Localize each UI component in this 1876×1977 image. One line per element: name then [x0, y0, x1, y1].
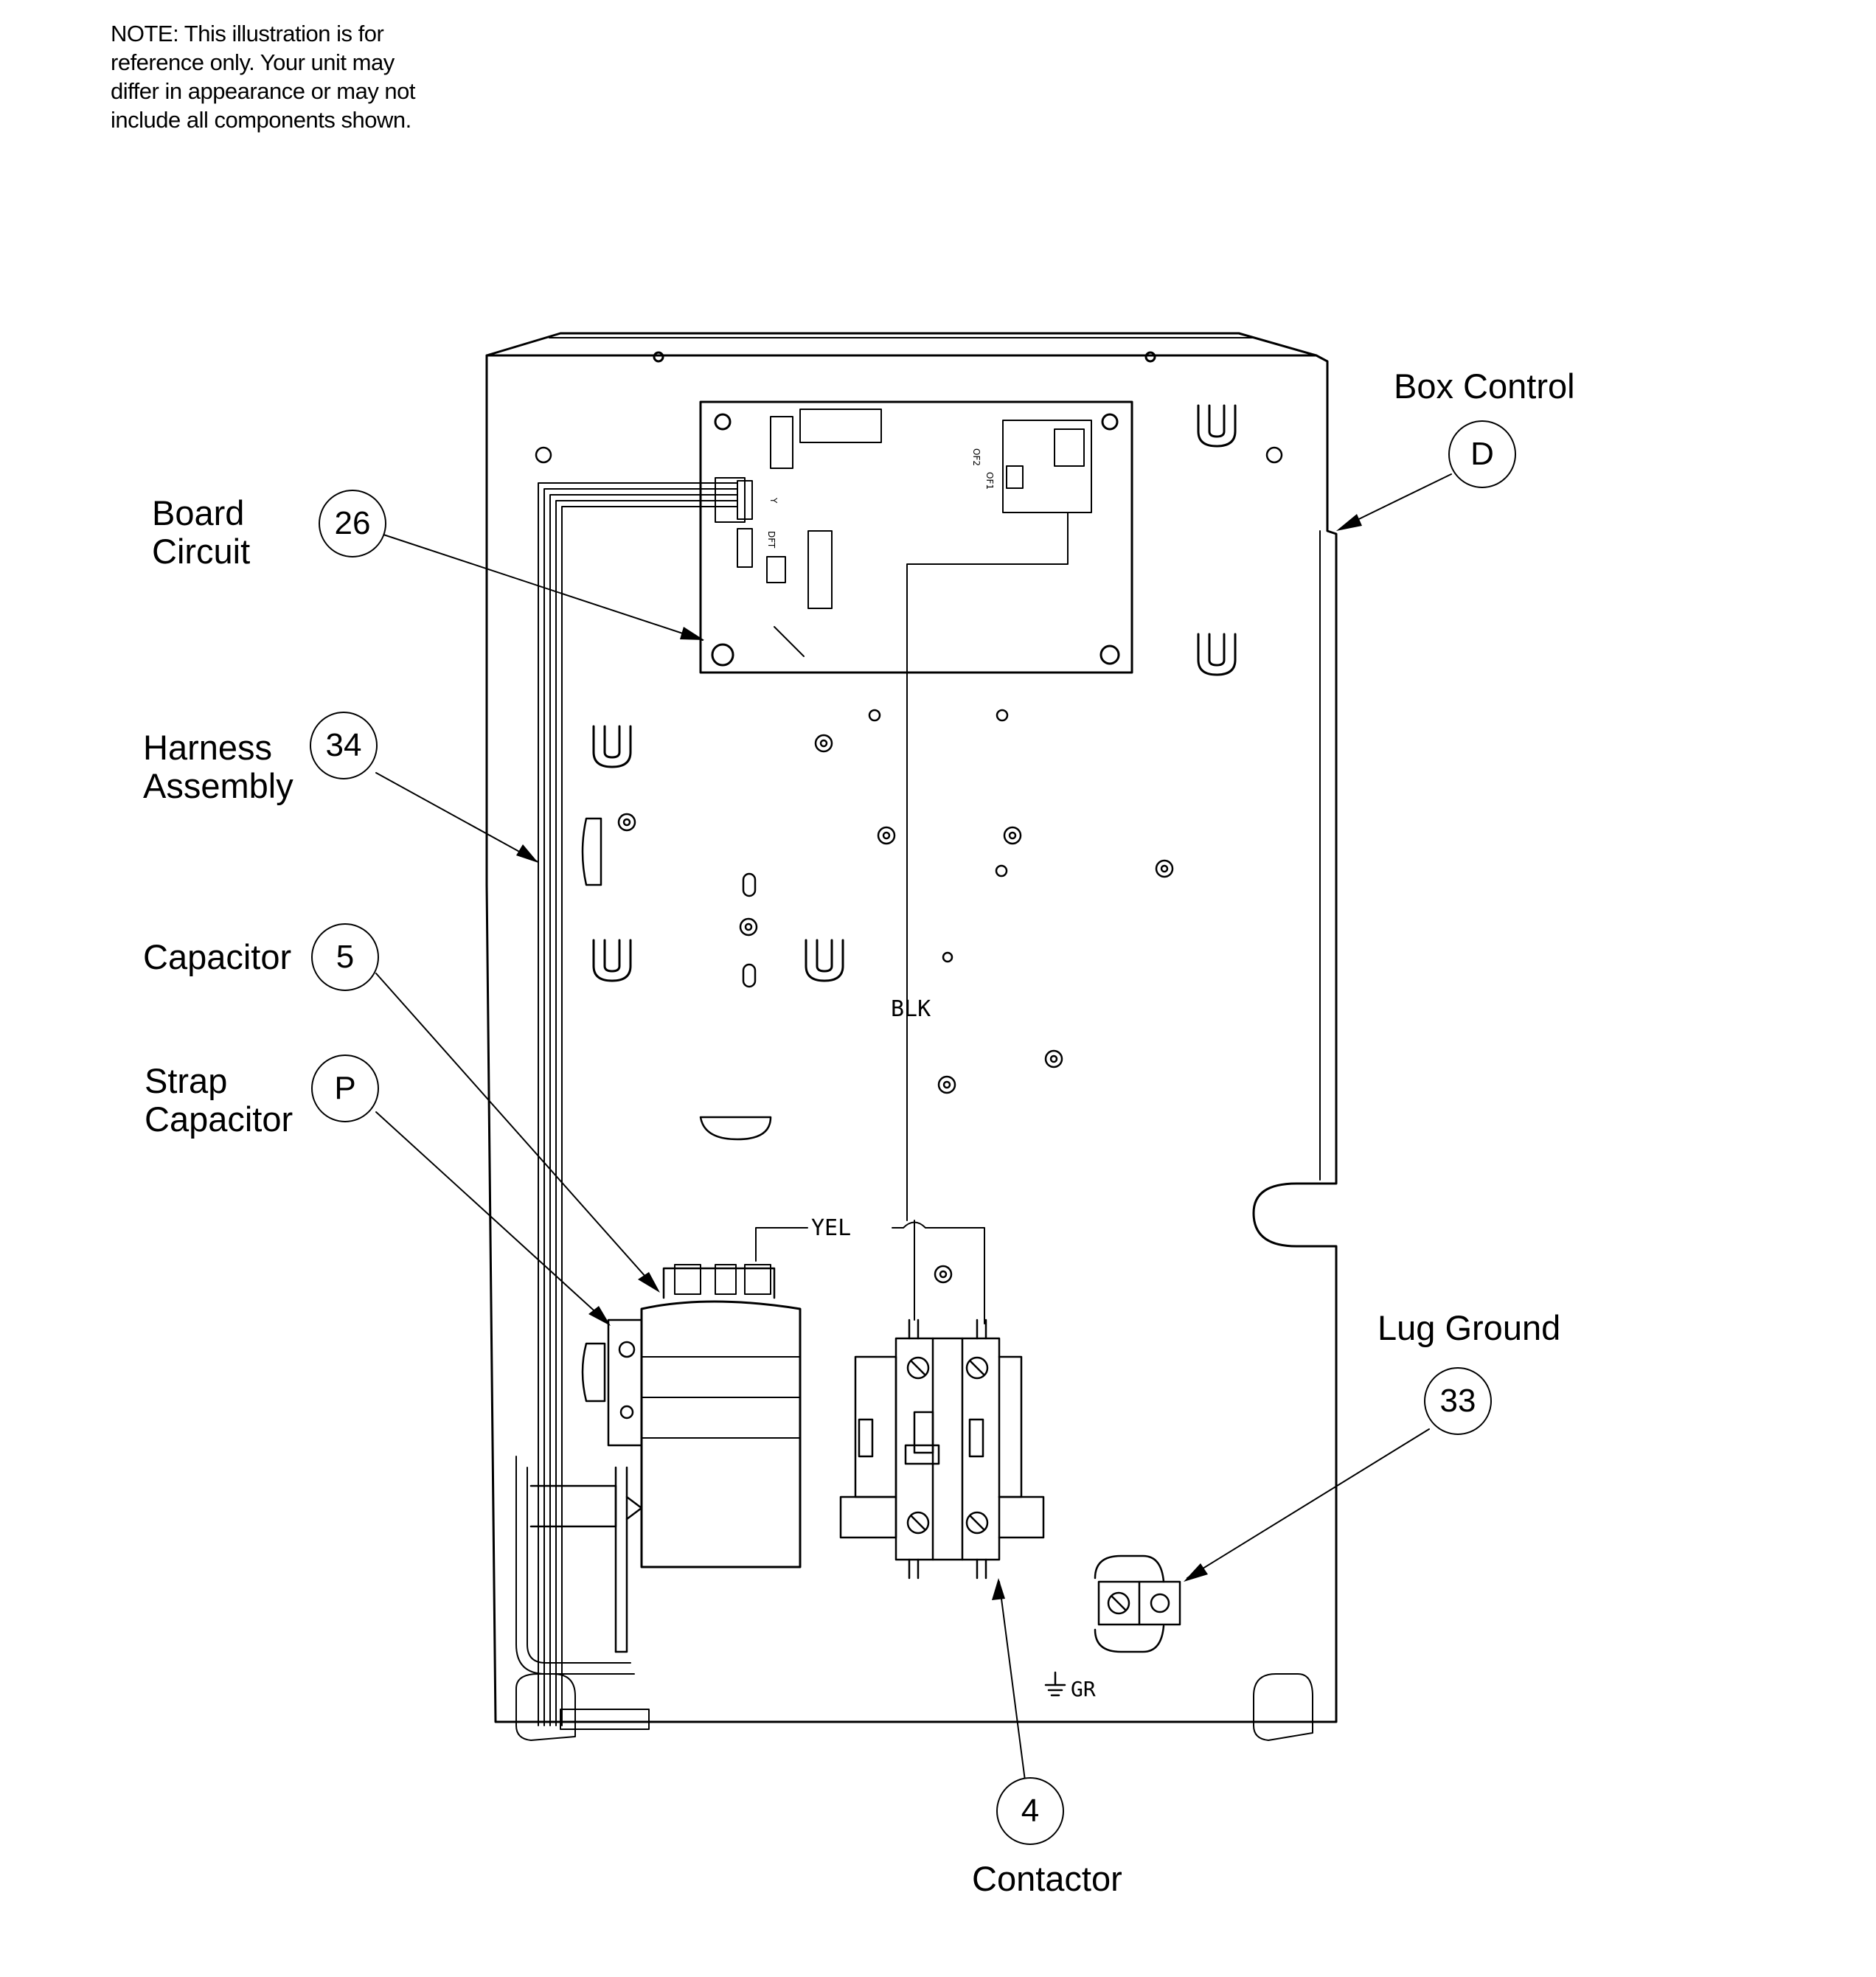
callout-bubble-26: 26 [319, 490, 386, 557]
strap-slot [581, 1342, 606, 1403]
strap-slot [699, 1116, 772, 1141]
note-line: include all components shown. [111, 107, 411, 133]
board-mark-y: Y [768, 497, 779, 504]
label-harness-assembly: Harness Assembly [143, 728, 293, 805]
leader-arrowheads [516, 514, 1362, 1600]
wire-blk [906, 512, 1069, 1221]
label-lug-ground: Lug Ground [1378, 1308, 1561, 1347]
lug-ground [1094, 1554, 1181, 1653]
note-line: reference only. Your unit may [111, 49, 395, 75]
harness-assembly [515, 482, 738, 1726]
u-clips [592, 404, 1237, 982]
note-line: differ in appearance or may not [111, 78, 416, 104]
callout-bubble-p: P [311, 1054, 379, 1122]
label-board-circuit: Board Circuit [152, 493, 251, 571]
board-mark-of1: OF1 [984, 472, 995, 490]
callout-bubble-34: 34 [310, 712, 378, 779]
box-bottom-rail [560, 1709, 650, 1730]
label-capacitor: Capacitor [143, 937, 292, 976]
strap-slot [581, 817, 602, 886]
contactor [839, 1318, 1045, 1580]
capacitor [640, 1264, 802, 1568]
panel-holes [535, 446, 1283, 1284]
capacitor-strap [529, 1318, 643, 1653]
leader-lines [375, 473, 1452, 1810]
label-box-control: Box Control [1394, 366, 1575, 406]
box-panel-outline [485, 354, 1338, 1723]
box-foot [515, 1673, 576, 1741]
circuit-board: OF1 OF2 DFT Y [699, 400, 1133, 674]
callout-bubble-33: 33 [1424, 1367, 1492, 1435]
callout-bubble-4: 4 [996, 1777, 1064, 1845]
wire-yel-2 [892, 1221, 985, 1324]
note-line: NOTE: This illustration is for [111, 21, 384, 46]
box-top-cap [485, 332, 1318, 357]
box-hole [1144, 351, 1156, 363]
callout-bubble-5: 5 [311, 923, 379, 991]
label-contactor: Contactor [972, 1859, 1122, 1898]
box-foot [1253, 1673, 1313, 1741]
reference-note: NOTE: This illustration is for reference… [111, 19, 524, 134]
board-mark-of2: OF2 [971, 448, 982, 466]
ground-symbol [1044, 1671, 1066, 1697]
ground-label: GR [1071, 1677, 1096, 1701]
label-strap-capacitor: Strap Capacitor [145, 1061, 293, 1139]
box-hole [653, 351, 664, 363]
board-mark-dft: DFT [766, 531, 777, 549]
wire-label-blk: BLK [891, 996, 931, 1022]
wire-yel [755, 1227, 808, 1262]
callout-bubble-d: D [1448, 420, 1516, 488]
wire-label-yel: YEL [811, 1215, 851, 1241]
